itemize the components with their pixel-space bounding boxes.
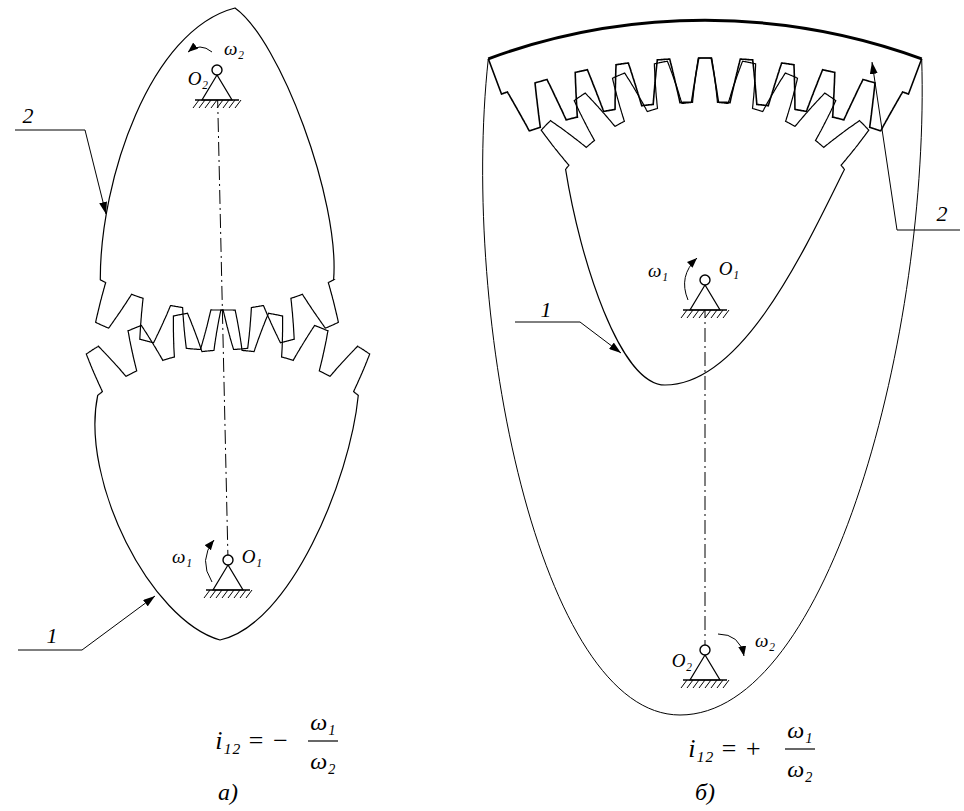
leader-line bbox=[18, 596, 155, 650]
ground-hatch bbox=[723, 310, 729, 318]
symbol-label: ω₁ bbox=[648, 261, 668, 280]
pivot-support bbox=[681, 275, 729, 318]
callout-number: 2 bbox=[937, 203, 948, 225]
fraction-bar bbox=[785, 748, 815, 749]
pivot-joint bbox=[223, 555, 233, 565]
ground-hatch bbox=[205, 100, 211, 108]
callout-number: 1 bbox=[541, 299, 552, 321]
symbol-label: O₁ bbox=[719, 259, 739, 278]
ground-hatch bbox=[210, 590, 216, 598]
ground-hatch bbox=[235, 100, 241, 108]
ground-hatch bbox=[216, 590, 222, 598]
formula: ω₂ bbox=[310, 749, 335, 773]
symbol-label: ω₂ bbox=[755, 631, 775, 650]
symbol-label: ω₂ bbox=[224, 39, 244, 58]
pivot-joint bbox=[212, 65, 222, 75]
ground-hatch bbox=[229, 100, 235, 108]
ground-hatch bbox=[222, 590, 228, 598]
pivot-supports bbox=[193, 65, 729, 688]
gear-rim bbox=[488, 20, 921, 58]
ground-hatch bbox=[687, 680, 693, 688]
gear-outline bbox=[541, 58, 869, 385]
rotation-arrow bbox=[718, 634, 744, 656]
formula: i₁₂ = − bbox=[215, 728, 288, 754]
callout-number: 1 bbox=[47, 625, 58, 647]
center-line bbox=[217, 70, 228, 560]
leader-line bbox=[872, 62, 960, 230]
figure-letter: б) bbox=[695, 780, 715, 804]
ground-hatch bbox=[234, 590, 240, 598]
leader-line bbox=[15, 130, 106, 214]
ground-hatch bbox=[687, 310, 693, 318]
callout-number: 2 bbox=[23, 105, 34, 127]
center-line bbox=[705, 280, 706, 650]
symbol-label: O₂ bbox=[672, 651, 692, 670]
leader-line bbox=[515, 322, 621, 353]
formula: ω₁ bbox=[310, 710, 335, 734]
ground-hatch bbox=[193, 100, 199, 108]
ground-hatch bbox=[699, 680, 705, 688]
ground-hatch bbox=[717, 680, 723, 688]
ground-hatch bbox=[228, 590, 234, 598]
ground-hatch bbox=[693, 680, 699, 688]
formula: i₁₂ = + bbox=[688, 736, 761, 762]
symbol-label: O₂ bbox=[188, 69, 208, 88]
formula: ω₂ bbox=[787, 757, 812, 781]
rotation-arrow bbox=[685, 258, 697, 300]
ground-hatch bbox=[705, 310, 711, 318]
gear-outline bbox=[86, 310, 369, 640]
ground-hatch bbox=[246, 590, 252, 598]
support-triangle bbox=[690, 655, 720, 680]
internal-gear-teeth bbox=[488, 58, 921, 131]
ground-hatch bbox=[705, 680, 711, 688]
support-triangle bbox=[213, 565, 243, 590]
rotation-arrow bbox=[205, 540, 214, 582]
ground-hatch bbox=[211, 100, 217, 108]
ground-hatch bbox=[217, 100, 223, 108]
gear-outline bbox=[96, 8, 339, 350]
ground-hatch bbox=[693, 310, 699, 318]
ground-hatch bbox=[723, 680, 729, 688]
pivot-joint bbox=[700, 645, 710, 655]
ground-hatch bbox=[223, 100, 229, 108]
ground-hatch bbox=[717, 310, 723, 318]
ground-hatch bbox=[681, 310, 687, 318]
rotation-arrow bbox=[188, 47, 212, 52]
ground-hatch bbox=[711, 310, 717, 318]
symbol-label: ω₁ bbox=[172, 547, 192, 566]
ground-hatch bbox=[681, 680, 687, 688]
gear-outline bbox=[483, 59, 923, 715]
ground-hatch bbox=[699, 310, 705, 318]
symbol-label: O₁ bbox=[242, 547, 262, 566]
ground-hatch bbox=[199, 100, 205, 108]
figure-letter: а) bbox=[218, 780, 238, 804]
ground-hatch bbox=[711, 680, 717, 688]
ground-hatch bbox=[204, 590, 210, 598]
ground-hatch bbox=[240, 590, 246, 598]
pivot-joint bbox=[700, 275, 710, 285]
fraction-bar bbox=[308, 740, 338, 741]
formula: ω₁ bbox=[787, 718, 812, 742]
support-triangle bbox=[690, 285, 720, 310]
